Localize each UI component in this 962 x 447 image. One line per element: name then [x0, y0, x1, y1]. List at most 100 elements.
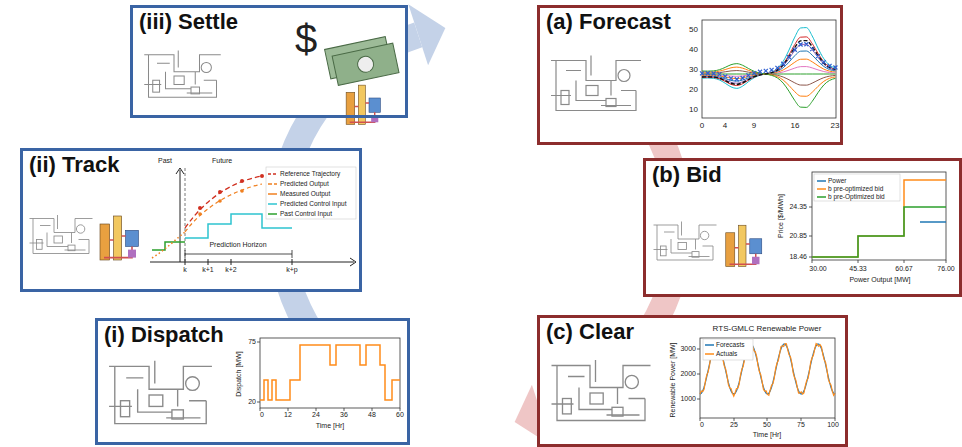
axis-tick: k+2	[225, 266, 236, 274]
axis-tick: 30.00	[809, 265, 827, 273]
axis-tick: 36	[340, 411, 348, 419]
axis-tick: 18.46	[789, 253, 807, 261]
stage-heading: (b) Bid	[646, 161, 728, 188]
cycle-arrowhead	[408, 4, 445, 65]
stage-heading: (c) Clear	[540, 318, 640, 345]
stage-box: (b) Bid	[643, 158, 962, 297]
axis-label: Dispatch [MW]	[235, 351, 243, 397]
actual-markers	[700, 42, 837, 81]
forecast-line	[702, 64, 835, 108]
box-fill	[537, 315, 848, 447]
box-fill	[95, 318, 410, 445]
axis-tick: 30	[689, 65, 698, 74]
axis-tick: 20.85	[789, 232, 807, 240]
actual-line	[700, 342, 835, 396]
plant-icon	[726, 225, 762, 266]
renewable-chart	[697, 338, 835, 421]
axis-tick: 1000	[680, 395, 696, 403]
box-fill	[537, 5, 843, 145]
axis-tick: 0	[700, 121, 704, 130]
axis-label: Power Output [MW]	[849, 276, 910, 284]
legend-entry: Predicted Control Input	[280, 200, 346, 207]
legend-entry: Power	[828, 177, 846, 184]
axis-tick: 40	[689, 45, 698, 54]
stage-heading: (a) Forecast	[540, 8, 677, 35]
chart-title: RTS-GMLC Renewable Power	[713, 324, 822, 333]
legend-entry: b pre-Optimized bid	[828, 193, 885, 200]
axis-tick: 50	[689, 25, 698, 34]
plant-thumbnail	[30, 215, 93, 254]
annotation: Prediction Horizon	[207, 241, 268, 249]
axis-tick: 20	[248, 398, 256, 406]
axis-tick: 4	[723, 121, 727, 130]
stage-heading: (iii) Settle	[133, 8, 244, 35]
axis-tick: 3000	[680, 345, 696, 353]
forecast-chart	[700, 20, 837, 118]
axis-label: Time [Hr]	[753, 431, 782, 439]
charts	[30, 20, 947, 424]
axis-tick: 2000	[680, 370, 696, 378]
axis-tick: k	[183, 266, 187, 274]
stage-box: (ii) Track	[20, 148, 362, 292]
axis-tick: 16	[791, 121, 800, 130]
axis-tick: 24	[312, 411, 320, 419]
bid-chart	[809, 172, 946, 263]
axis-tick: 0	[700, 421, 704, 429]
axis-tick: 48	[368, 411, 376, 419]
box-fill	[20, 148, 362, 292]
axis-tick: 9	[752, 121, 756, 130]
box-fills	[20, 5, 962, 447]
axis-tick: 60.67	[895, 265, 913, 273]
axis-tick: k+1	[202, 266, 213, 274]
stage-box: (i) Dispatch	[95, 318, 410, 445]
axis-tick: 10	[689, 105, 698, 114]
dispatch-chart	[257, 338, 400, 411]
axis-tick: 100	[827, 421, 839, 429]
plant-thumbnail	[654, 222, 717, 261]
legend-entry: Forecasts	[716, 341, 745, 348]
currency-symbol: $	[295, 16, 317, 62]
axis-tick: 12	[284, 411, 292, 419]
box-fill	[643, 158, 962, 297]
annotation: Future	[212, 157, 232, 165]
forecast-mean	[702, 41, 835, 85]
forecast-line	[702, 71, 835, 86]
annotation: Past	[158, 157, 172, 165]
axis-tick: 76.00	[937, 265, 955, 273]
plant-thumbnail	[109, 361, 212, 424]
forecast-line	[702, 28, 835, 89]
box-fill	[130, 5, 408, 118]
legend-entry: Predicted Output	[280, 180, 329, 187]
plant-thumbnail	[552, 360, 651, 421]
axis-tick: 60	[396, 411, 404, 419]
axis-tick: 75	[797, 421, 805, 429]
mpc-chart	[150, 167, 356, 266]
axis-tick: 23	[831, 121, 840, 130]
plant-thumbnail	[144, 51, 221, 98]
axis-tick: 24.35	[789, 203, 807, 211]
stage-heading: (ii) Track	[23, 151, 125, 178]
stage-heading: (i) Dispatch	[98, 321, 230, 348]
legend-entry: Reference Trajectory	[280, 170, 340, 177]
axis-tick: k+p	[286, 266, 297, 274]
axis-tick: 0	[260, 411, 264, 419]
forecast-line	[702, 44, 835, 83]
axis-label: Renewable Power [MW]	[669, 342, 677, 417]
axis-tick: 25	[730, 421, 738, 429]
forecast-line	[702, 51, 835, 81]
axis-tick: 75	[248, 338, 256, 346]
axis-tick: 50	[763, 421, 771, 429]
stage-box: (iii) Settle	[130, 5, 408, 118]
forecast-line	[702, 67, 835, 96]
forecast-line	[702, 37, 835, 86]
axis-label: Time [Hr]	[316, 422, 345, 430]
plant-icon	[346, 85, 380, 124]
plant-icon	[100, 216, 138, 260]
plant-thumbnail	[551, 56, 641, 111]
legend-entry: Past Control Input	[280, 210, 332, 217]
legend-entry: Measured Output	[280, 190, 330, 197]
legend-entry: Actuals	[716, 350, 737, 357]
money-icon	[325, 35, 399, 86]
axis-label: Price [$/MWh]	[777, 194, 785, 238]
